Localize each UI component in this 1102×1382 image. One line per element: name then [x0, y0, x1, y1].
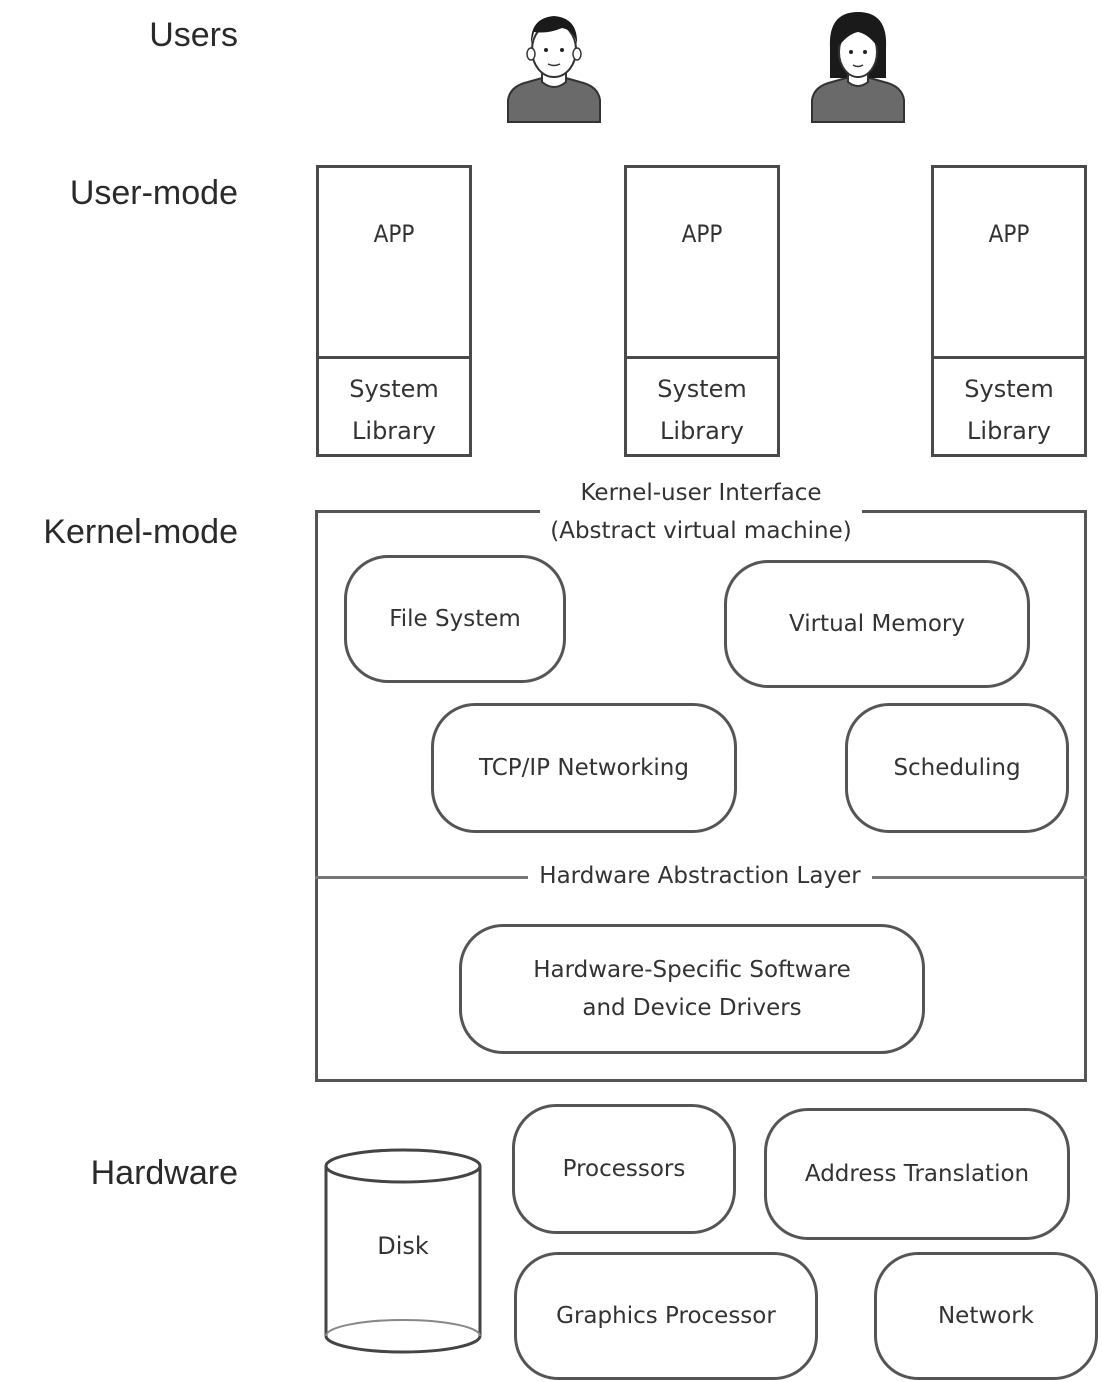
disk-cylinder-icon	[324, 1148, 482, 1354]
system-library-label: System Library	[934, 368, 1084, 452]
address-translation-box: Address Translation	[764, 1108, 1070, 1240]
system-library-line1: System	[349, 375, 439, 403]
disk-label: Disk	[377, 1232, 429, 1260]
app-box-2: APP System Library	[624, 165, 780, 457]
scheduling-box: Scheduling	[845, 703, 1069, 833]
layer-label-kernel-mode: Kernel-mode	[43, 513, 238, 551]
virtual-memory-box: Virtual Memory	[724, 560, 1030, 688]
layer-label-user-mode: User-mode	[69, 174, 238, 212]
layer-label-hardware: Hardware	[90, 1154, 238, 1192]
hal-label: Hardware Abstraction Layer	[528, 858, 872, 894]
system-library-line2: Library	[967, 417, 1051, 445]
graphics-processor-box: Graphics Processor	[514, 1252, 818, 1380]
app-label: APP	[373, 220, 415, 248]
app-area	[319, 168, 469, 359]
device-drivers-box: Hardware-Specific Software and Device Dr…	[459, 924, 925, 1054]
tcpip-networking-box: TCP/IP Networking	[431, 703, 737, 833]
device-drivers-line1: Hardware-Specific Software	[533, 957, 851, 983]
user-male-icon	[507, 16, 601, 123]
user-female-icon	[811, 12, 905, 123]
app-box-3: APP System Library	[931, 165, 1087, 457]
system-library-line1: System	[657, 375, 747, 403]
kernel-interface-line2: (Abstract virtual machine)	[550, 518, 852, 544]
kernel-interface-line1: Kernel-user Interface	[580, 480, 822, 506]
app-area	[934, 168, 1084, 359]
system-library-line2: Library	[660, 417, 744, 445]
kernel-user-interface-label: Kernel-user Interface (Abstract virtual …	[540, 474, 862, 550]
system-library-line2: Library	[352, 417, 436, 445]
app-label: APP	[988, 220, 1030, 248]
layer-label-users: Users	[149, 16, 238, 54]
processors-box: Processors	[512, 1104, 736, 1234]
system-library-label: System Library	[319, 368, 469, 452]
system-library-line1: System	[964, 375, 1054, 403]
network-box: Network	[874, 1252, 1098, 1380]
app-label: APP	[681, 220, 723, 248]
file-system-box: File System	[344, 555, 566, 683]
device-drivers-line2: and Device Drivers	[582, 995, 802, 1021]
app-area	[627, 168, 777, 359]
system-library-label: System Library	[627, 368, 777, 452]
app-box-1: APP System Library	[316, 165, 472, 457]
